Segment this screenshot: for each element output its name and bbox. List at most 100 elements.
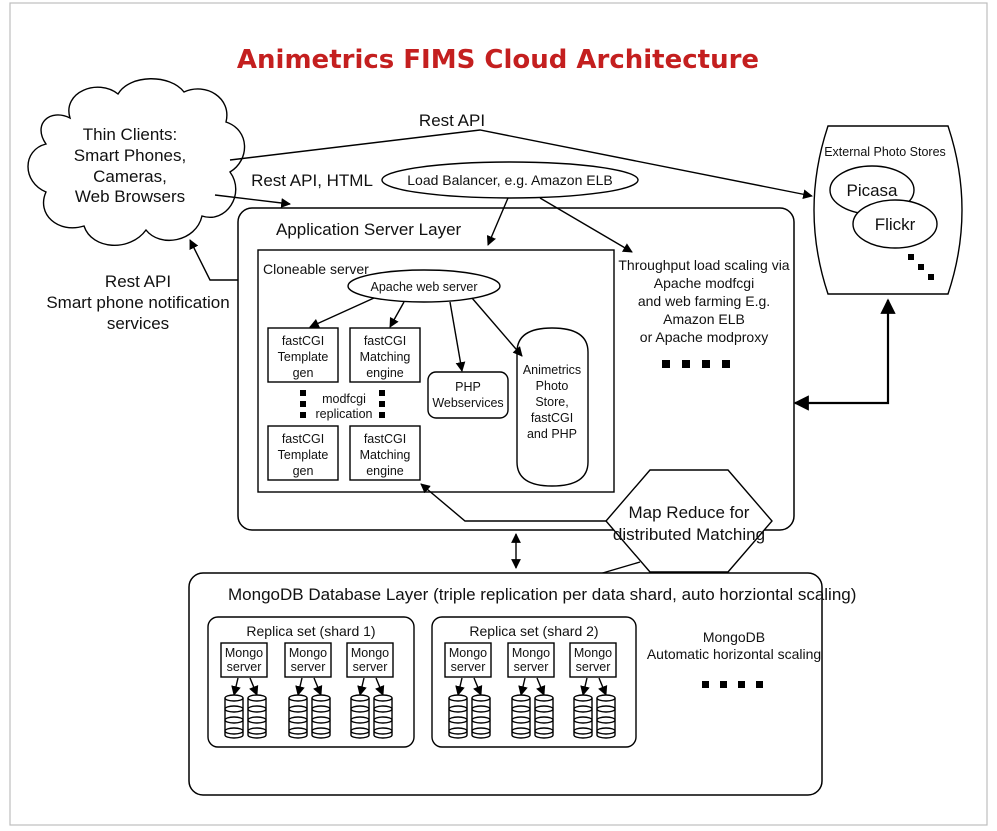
mongo-server-box	[507, 642, 555, 678]
db-layer-title: MongoDB Database Layer (triple replicati…	[228, 585, 856, 604]
fastcgi-matching-top-line-1: fastCGI	[364, 334, 406, 348]
template-replication-ellipsis-icon	[300, 390, 306, 418]
apache-to-template-arrow	[309, 297, 375, 328]
fastcgi-template-bottom-line-2: Template	[278, 448, 329, 462]
mongo-server-label-line-1: Mongo	[512, 646, 550, 660]
app-layer-ellipsis-icon	[662, 360, 730, 368]
database-cylinder-icon	[573, 694, 593, 739]
replica-arrow-right	[313, 677, 323, 696]
database-cylinder-icon	[311, 694, 331, 739]
apache-to-matching-arrow	[389, 301, 405, 328]
replica-arrow-left	[455, 677, 465, 696]
photo-store-line-1: Animetrics	[523, 363, 581, 377]
scaling-note-line-4: Amazon ELB	[663, 311, 745, 327]
fastcgi-matching-top-line-3: engine	[366, 366, 404, 380]
replica-arrow-left	[518, 677, 528, 696]
replica-arrow-left	[231, 677, 241, 696]
load-balancer-node	[381, 161, 639, 199]
map-reduce-to-matching-arrow	[420, 483, 606, 522]
apache-web-server	[347, 269, 501, 303]
mongo-server-label-line-2: server	[576, 660, 611, 674]
mongo-server-label-line-2: server	[451, 660, 486, 674]
database-cylinder-icon	[373, 694, 393, 739]
flickr-label: Flickr	[875, 215, 916, 234]
rest-api-notify-line-1: Rest API	[105, 272, 171, 291]
map-reduce-line-1: Map Reduce for	[629, 503, 750, 522]
replica-arrow-right	[536, 677, 546, 696]
replication-line-1: modfcgi	[322, 392, 366, 406]
mongo-server-box	[569, 642, 617, 678]
clients-line-1: Thin Clients:	[83, 125, 177, 144]
replica-set-1-label: Replica set (shard 1)	[246, 623, 375, 639]
php-line-1: PHP	[455, 380, 481, 394]
mongo-server-label-line-1: Mongo	[574, 646, 612, 660]
fastcgi-template-bottom-line-3: gen	[293, 464, 314, 478]
php-line-2: Webservices	[432, 396, 503, 410]
fastcgi-template-top	[267, 327, 339, 383]
rest-api-notify-line-3: services	[107, 314, 169, 333]
rest-api-notify-line-2: Smart phone notification	[46, 293, 229, 312]
photo-store-node	[516, 327, 589, 487]
load-balancer-label: Load Balancer, e.g. Amazon ELB	[407, 172, 612, 188]
scaling-note-line-2: Apache modfcgi	[654, 275, 754, 291]
replica-arrow-right	[249, 677, 259, 696]
mongo-server-label-line-2: server	[514, 660, 549, 674]
rest-api-html-edge	[214, 194, 291, 208]
matching-replication-ellipsis-icon	[379, 390, 385, 418]
map-reduce-line-2: distributed Matching	[613, 525, 765, 544]
picasa-label: Picasa	[846, 181, 898, 200]
page-title: Animetrics FIMS Cloud Architecture	[237, 45, 759, 75]
rest-api-top-label: Rest API	[419, 111, 485, 130]
mongo-server-box	[346, 642, 394, 678]
scaling-note-line-3: and web farming E.g.	[638, 293, 770, 309]
fastcgi-template-top-line-3: gen	[293, 366, 314, 380]
clients-line-3: Cameras,	[93, 167, 167, 186]
fastcgi-matching-bottom-line-2: Matching	[360, 448, 411, 462]
database-cylinder-icon	[448, 694, 468, 739]
mongo-server-label-line-2: server	[353, 660, 388, 674]
mongo-servers: MongoserverMongoserverMongoserverMongose…	[220, 642, 617, 739]
apache-label: Apache web server	[370, 280, 477, 294]
photo-store-line-4: fastCGI	[531, 411, 573, 425]
thin-clients-cloud: Thin Clients: Smart Phones, Cameras, Web…	[27, 78, 246, 246]
database-cylinder-icon	[534, 694, 554, 739]
database-cylinder-icon	[288, 694, 308, 739]
fastcgi-template-bottom	[267, 425, 339, 481]
mongodb-database-layer: MongoDB Database Layer (triple replicati…	[188, 572, 856, 796]
mongo-server-label-line-1: Mongo	[351, 646, 389, 660]
fastcgi-matching-bottom-line-1: fastCGI	[364, 432, 406, 446]
mongo-server-box	[284, 642, 332, 678]
fastcgi-matching-bottom	[349, 425, 421, 481]
database-cylinder-icon	[471, 694, 491, 739]
photo-store-line-2: Photo	[536, 379, 569, 393]
replica-arrow-right	[473, 677, 483, 696]
fastcgi-matching-top	[349, 327, 421, 383]
replica-arrow-left	[357, 677, 367, 696]
fastcgi-matching-bottom-line-3: engine	[366, 464, 404, 478]
rest-api-notify-edge	[189, 239, 240, 281]
scaling-note-line-5: or Apache modproxy	[640, 329, 768, 345]
mongo-server-box	[444, 642, 492, 678]
cloud-icon	[27, 78, 246, 246]
mongo-server-box	[220, 642, 268, 678]
fastcgi-matching-top-line-2: Matching	[360, 350, 411, 364]
lb-to-scaling-arrow	[539, 197, 633, 253]
rest-api-html-label: Rest API, HTML	[251, 171, 373, 190]
flickr-node	[852, 199, 938, 249]
map-reduce: Map Reduce for distributed Matching	[420, 469, 773, 595]
replica-arrow-left	[580, 677, 590, 696]
fastcgi-template-top-line-1: fastCGI	[282, 334, 324, 348]
mongo-server-label-line-1: Mongo	[225, 646, 263, 660]
replica-arrow-right	[598, 677, 608, 696]
load-balancer: Load Balancer, e.g. Amazon ELB	[381, 161, 639, 253]
cloneable-server-box	[257, 249, 615, 493]
db-note-line-2: Automatic horizontal scaling	[647, 646, 821, 662]
mongo-server-label-line-2: server	[227, 660, 262, 674]
